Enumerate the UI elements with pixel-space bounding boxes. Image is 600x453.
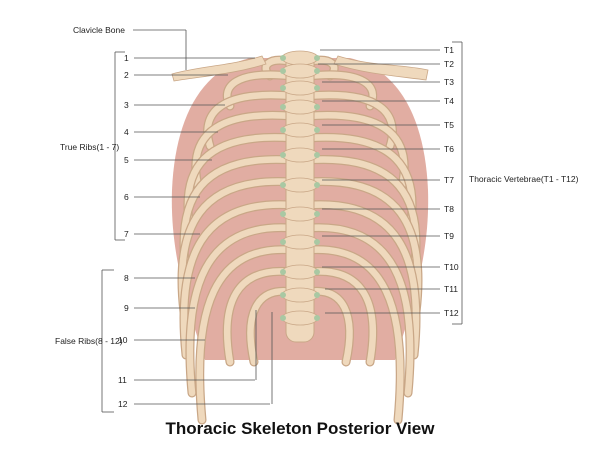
rib-number-1: 1: [124, 53, 129, 63]
rib-8-left: [180, 201, 296, 359]
vertebra-number-T2: T2: [444, 59, 454, 69]
costovertebral-joint: [314, 68, 320, 74]
true-ribs-label: True Ribs(1 - 7): [60, 142, 119, 152]
costovertebral-joint: [280, 269, 286, 275]
costovertebral-joint: [314, 292, 320, 298]
rib-number-12: 12: [118, 399, 128, 409]
ribs-group: [177, 55, 423, 425]
rib-9-right: [304, 224, 414, 397]
costovertebral-joint: [280, 127, 286, 133]
vertebra-number-T7: T7: [444, 175, 454, 185]
costovertebral-joint: [314, 182, 320, 188]
rib-number-3: 3: [124, 100, 129, 110]
rib-cage-illustration: [171, 50, 429, 425]
vertebral-column: [280, 50, 320, 343]
costovertebral-joint: [314, 211, 320, 217]
costovertebral-joint: [280, 239, 286, 245]
vertebra-number-T1: T1: [444, 45, 454, 55]
costovertebral-joint: [280, 104, 286, 110]
leader-lines: [101, 29, 463, 413]
vertebra-T10: [281, 264, 319, 280]
vertebra-T2: [281, 63, 319, 79]
rib-number-5: 5: [124, 155, 129, 165]
vertebra-number-T9: T9: [444, 231, 454, 241]
rib-8-right: [304, 201, 420, 359]
rib-12-left: [247, 288, 296, 366]
vertebra-T5: [281, 122, 319, 138]
rib-11-right: [304, 268, 376, 366]
vertebra-T12: [281, 310, 319, 326]
rib-7-left: [178, 178, 296, 316]
vertebra-T4: [281, 99, 319, 115]
costovertebral-joint: [314, 152, 320, 158]
rib-number-2: 2: [124, 70, 129, 80]
vertebra-number-T4: T4: [444, 96, 454, 106]
costovertebral-joint: [280, 68, 286, 74]
vertebra-T6: [281, 147, 319, 163]
rib-number-6: 6: [124, 192, 129, 202]
rib-number-4: 4: [124, 127, 129, 137]
vertebra-number-T6: T6: [444, 144, 454, 154]
costovertebral-joint: [314, 239, 320, 245]
costovertebral-joint: [314, 269, 320, 275]
vertebra-T8: [281, 206, 319, 222]
vertebra-number-T8: T8: [444, 204, 454, 214]
rib-number-10: 10: [118, 335, 128, 345]
costovertebral-joint: [314, 55, 320, 61]
vertebra-number-T3: T3: [444, 77, 454, 87]
vertebra-T3: [281, 80, 319, 96]
vertebra-T1: [281, 50, 319, 66]
rib-number-9: 9: [124, 303, 129, 313]
costovertebral-joint: [280, 182, 286, 188]
costovertebral-joint: [314, 85, 320, 91]
vertebra-number-T12: T12: [444, 308, 459, 318]
thoracic-vertebrae-label: Thoracic Vertebrae(T1 - T12): [469, 174, 579, 184]
vertebra-T11: [281, 287, 319, 303]
costovertebral-joint: [280, 152, 286, 158]
costovertebral-joint: [314, 315, 320, 321]
costovertebral-joint: [280, 55, 286, 61]
rib-number-8: 8: [124, 273, 129, 283]
rib-10-right: [304, 246, 404, 424]
rib-12-right: [304, 288, 353, 366]
costovertebral-joint: [280, 292, 286, 298]
costovertebral-joint: [280, 315, 286, 321]
costovertebral-joint: [314, 127, 320, 133]
rib-number-11: 11: [118, 375, 127, 385]
diagram-title: Thoracic Skeleton Posterior View: [166, 419, 436, 438]
rib-9-left: [186, 224, 296, 397]
rib-number-7: 7: [124, 229, 129, 239]
rib-7-right: [304, 178, 422, 316]
rib-11-left: [224, 268, 296, 366]
clavicle-label: Clavicle Bone: [73, 25, 125, 35]
false-ribs-label: False Ribs(8 - 12): [55, 336, 123, 346]
costovertebral-joint: [280, 85, 286, 91]
costovertebral-joint: [280, 211, 286, 217]
vertebra-number-T10: T10: [444, 262, 459, 272]
vertebra-T7: [281, 177, 319, 193]
vertebra-number-T5: T5: [444, 120, 454, 130]
vertebra-T9: [281, 234, 319, 250]
vertebra-number-T11: T11: [444, 284, 458, 294]
costovertebral-joint: [314, 104, 320, 110]
